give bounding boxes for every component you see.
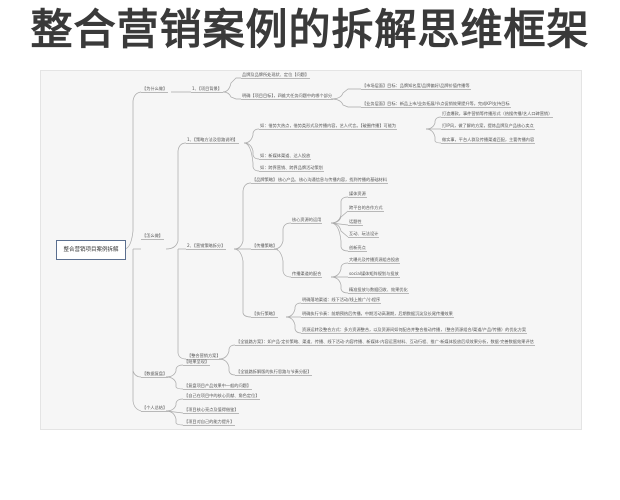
node-result-item[interactable]: 【复盘项目产品效果中一般的问题】 [183,383,253,390]
mindmap-connectors [123,77,442,426]
node-execution-item[interactable]: 明确执行节奏：前期预热后传播，中期活动高潮期，后期数据沉淀及长尾传播效果 [301,311,454,318]
node-market-goal[interactable]: 【市场层面】目标：品牌知名度/品牌偏好/品牌价值传播等 [361,83,471,90]
node-core-resources[interactable]: 核心资源的运用 [291,217,323,224]
node-strategy[interactable]: 1、【策略方法及思路说明】 [186,137,239,144]
node-integrated-item[interactable]: 【全链路方案】：如产品·定价策略、渠道、传播、线下活动·内容传播、新媒体·内容运… [235,339,535,346]
node-core-item[interactable]: 媒体资源 [348,191,367,198]
node-strategy-detail[interactable]: 打IP风，做了解的方案，提炼品牌及产品核心卖点 [441,123,535,130]
branch-results[interactable]: 【数据复盘】 [141,371,169,378]
node-core-item[interactable]: 创新亮点 [348,245,367,252]
node-strategy-item[interactable]: 如：新媒体渠道、达人投放 [259,153,312,160]
page-title: 整合营销案例的拆解思维框架 [30,5,590,54]
node-personal-item[interactable]: 【自己在项目中的核心贡献、角色定位】 [183,393,261,400]
node-integrated-plan[interactable]: 【整合营销方案】 [186,353,222,360]
node-core-item[interactable]: 互动、玩法设计 [348,231,380,238]
node-core-item[interactable]: 跨平台的合作方式 [348,205,384,212]
node-strategy-item[interactable]: 如：跨界营销、跨界品牌活动策划 [259,165,324,172]
node-channel-item[interactable]: 精准投放与数据回收、效果优化 [348,287,409,294]
node-brand-strategy-text[interactable]: 核心产品、核心沟通信息与传播内容，找到传播的基础材料 [277,177,388,184]
node-marketing[interactable]: 2、【营销策略拆分】 [186,243,227,250]
node-brand-status[interactable]: 品牌及品牌所处现状、定位【问题】 [241,72,311,79]
node-execution-item[interactable]: 资源运转及整合方式：多方资源整合，以及资源间如何配合并整合推动传播，（整合资源组… [301,327,528,334]
node-business-goal[interactable]: 【业务层面】目标：新品上市/业务拓展/节点促销效果提升等，完成KPI支持目标 [361,101,511,108]
node-result-item[interactable]: 【结果呈现】 [183,359,211,366]
node-project-background[interactable]: 1、【项目背景】 [191,86,223,93]
node-execution[interactable]: 【执行策略】 [251,311,279,318]
node-brand-strategy[interactable]: 【品牌策略】 [251,177,279,184]
node-channel-item[interactable]: 大曝光及传播资源组合投放 [348,257,401,264]
node-core-item[interactable]: 话题性 [348,219,363,226]
node-channel[interactable]: 传播渠道的配合 [291,271,323,278]
mindmap-canvas: 整合营销项目案例拆解 【为什么做】 1、【项目背景】 品牌及品牌所处现状、定位【… [40,70,582,430]
node-strategy-detail[interactable]: 打造爆款，事件营销等传播形式（热搜传播/艺人口碑营销） [441,111,554,118]
node-personal-item[interactable]: 【项目对自己的能力提升】 [183,419,236,426]
node-integrated-item[interactable]: 【全链路拆解版的执行思路与节奏分配】 [235,369,313,376]
node-channel-item[interactable]: social媒体矩阵规划与投放 [348,271,400,278]
node-project-goal[interactable]: 明确【项目目标】，四维大任务问题中的哪个部分 [241,93,334,100]
node-execution-item[interactable]: 明确落地渠道：线下活动/线上推广/小程序 [301,297,382,304]
root-node[interactable]: 整合营销项目案例拆解 [56,240,126,260]
node-strategy-detail[interactable]: 做实事，平台人群及传播渠道匹配，主要传播内容 [441,137,536,144]
branch-personal[interactable]: 【个人总结】 [141,405,169,412]
branch-what[interactable]: 【怎么做】 [141,233,164,240]
node-comm-strategy[interactable]: 【传播策略】 [251,243,279,250]
node-strategy-item[interactable]: 如：借势大热点，借势类形式及传播内容，艺人代言。【破圈传播】可能为 [259,123,398,130]
node-personal-item[interactable]: 【项目核心亮点及值得借鉴】 [183,407,240,414]
branch-why[interactable]: 【为什么做】 [141,86,169,93]
